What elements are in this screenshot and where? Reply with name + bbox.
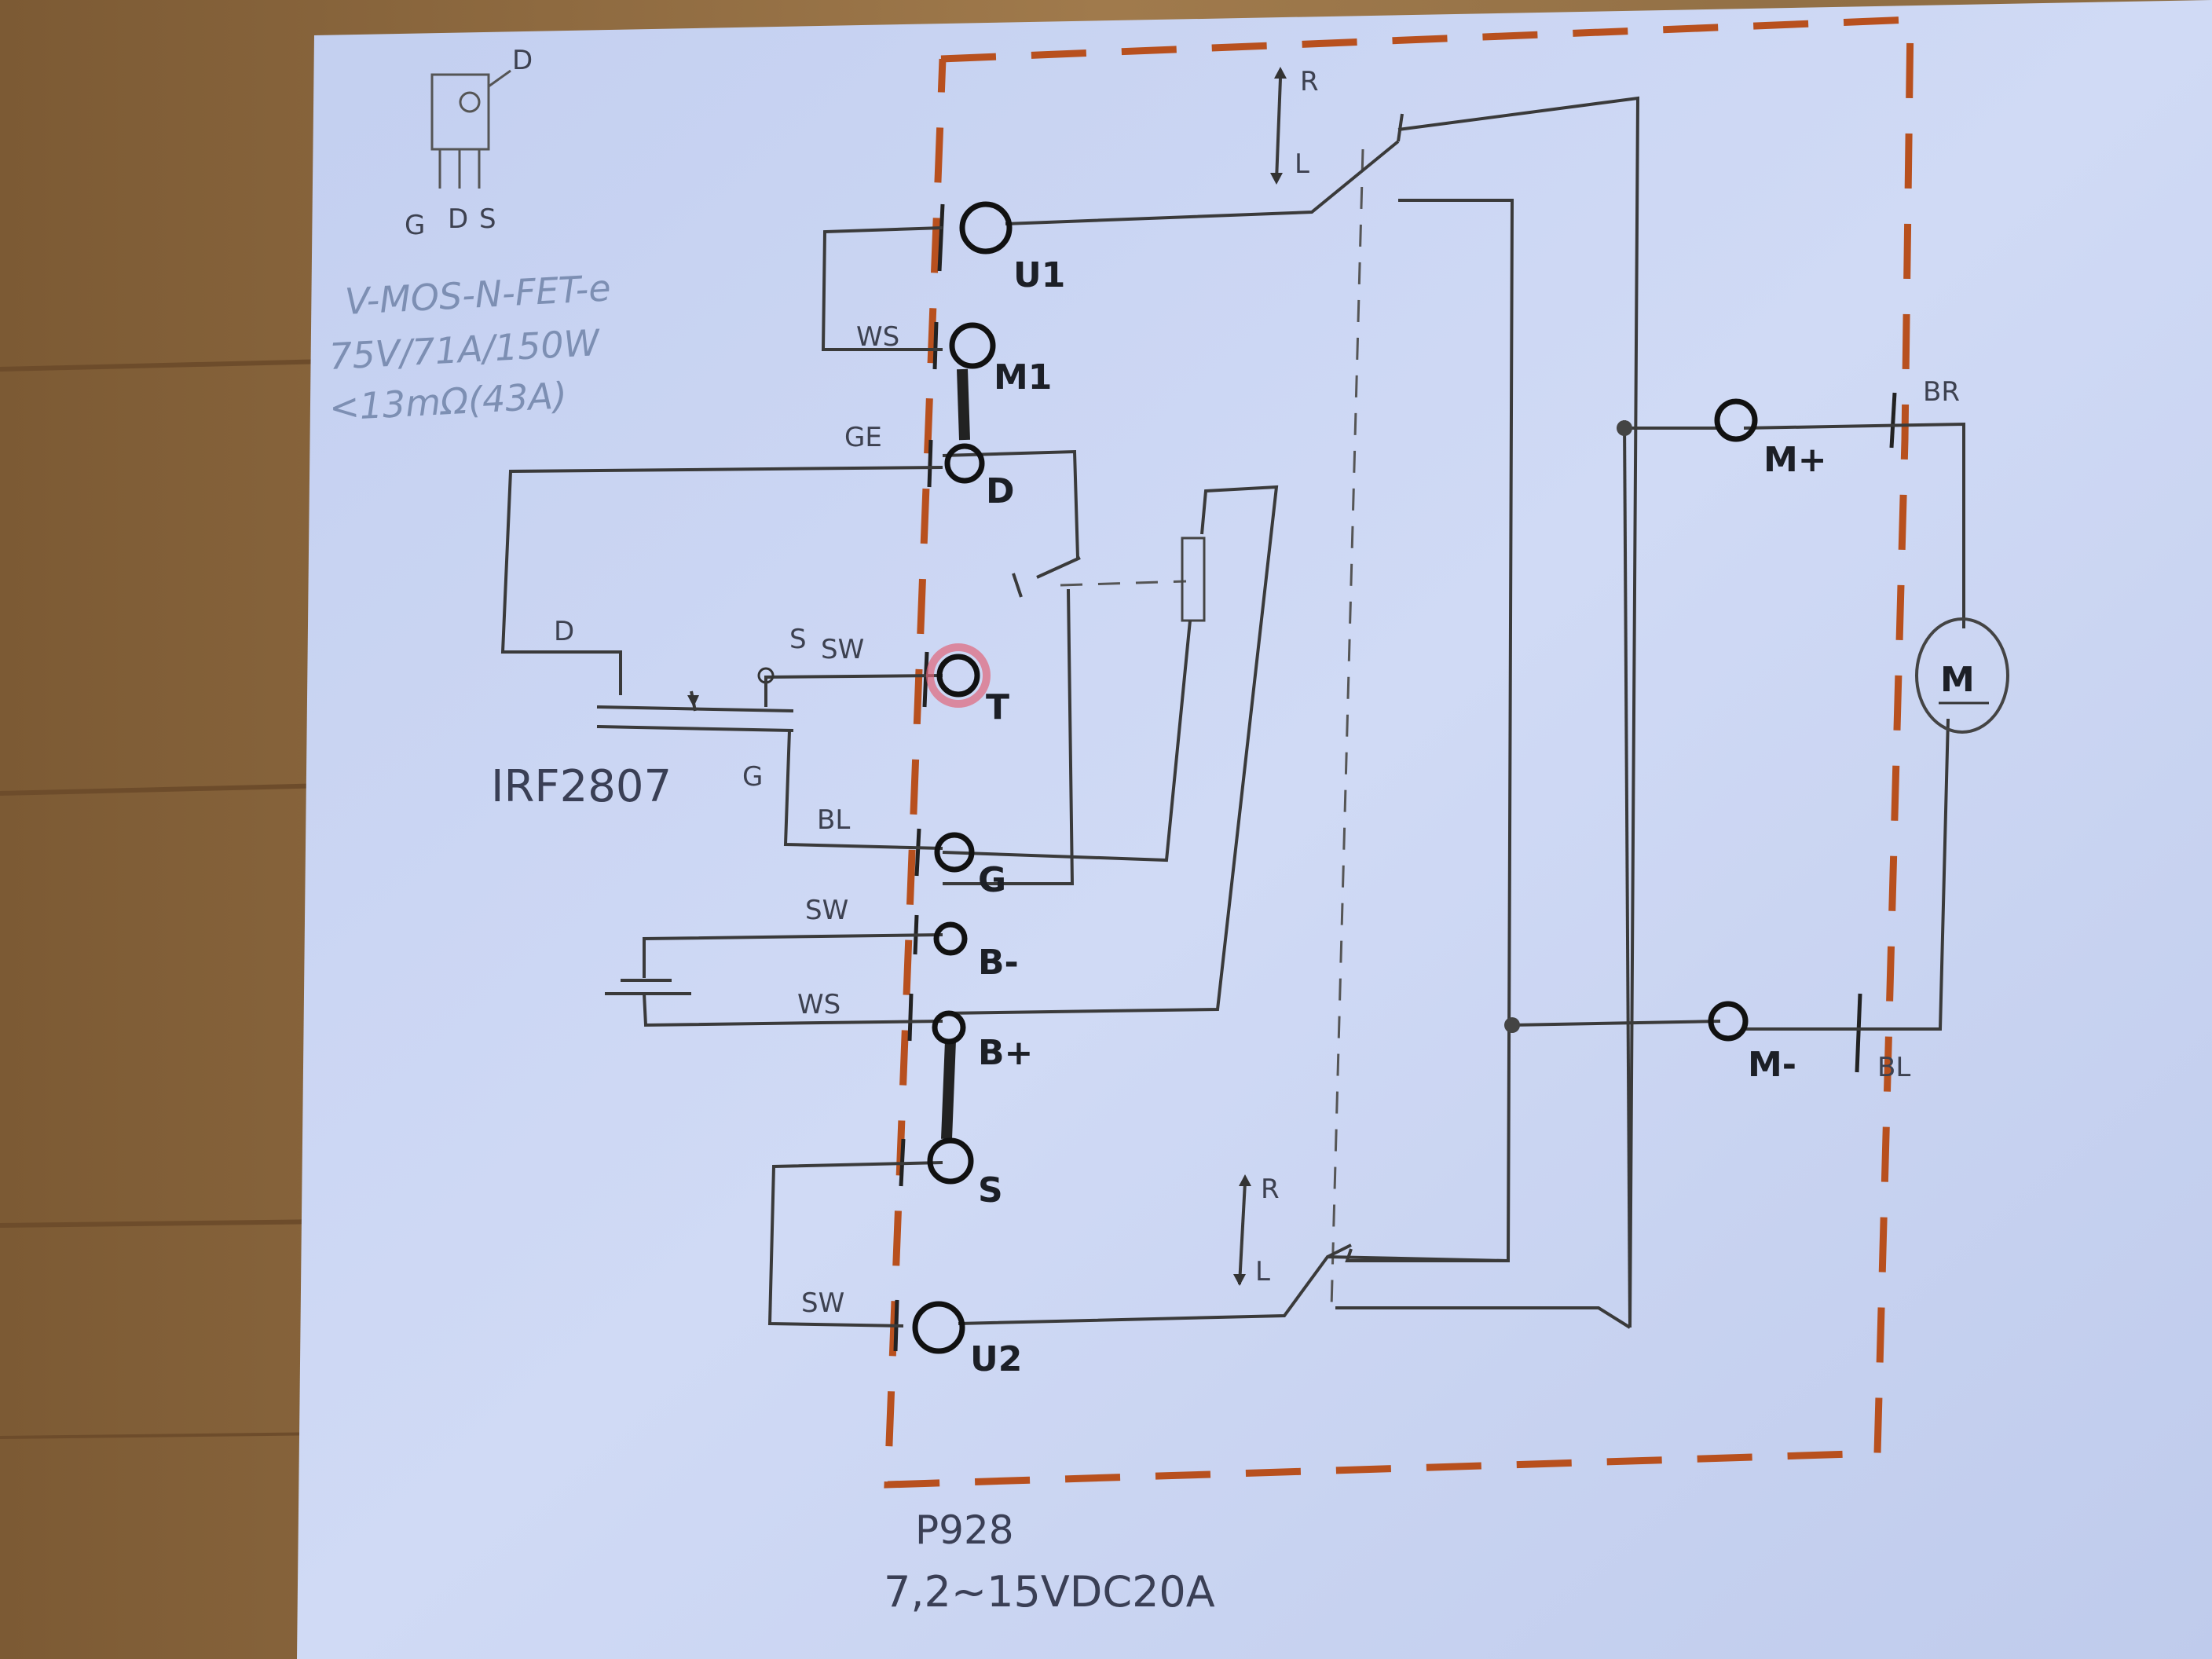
- label-bplus: B+: [978, 1033, 1033, 1073]
- wire-ws-batt: WS: [797, 989, 840, 1020]
- label-d: D: [986, 471, 1015, 511]
- switch-r-top: R: [1300, 66, 1319, 97]
- terminal-mminus[interactable]: [1708, 1001, 1749, 1042]
- label-u1: U1: [1013, 255, 1065, 295]
- device-outline-dashed: [884, 16, 1914, 1489]
- switch-l-bottom: L: [1255, 1256, 1270, 1287]
- fet-s-label: S: [789, 624, 807, 655]
- label-m1: M1: [994, 357, 1052, 397]
- terminal-g[interactable]: [934, 832, 975, 873]
- wire-sw-batt: SW: [805, 895, 848, 926]
- switch-l-top: L: [1295, 148, 1309, 180]
- wire-bl: BL: [817, 804, 850, 836]
- label-t: T: [986, 687, 1009, 727]
- wire-ws-top: WS: [856, 321, 899, 353]
- model-label: P928: [915, 1507, 1014, 1553]
- terminal-d[interactable]: [944, 443, 985, 484]
- wire-sw-mid: SW: [821, 634, 864, 665]
- label-u2: U2: [970, 1339, 1022, 1379]
- pin-d-label: D: [448, 203, 468, 235]
- pot-wiper-dashed: [1060, 580, 1187, 587]
- label-mminus: M-: [1748, 1045, 1796, 1085]
- wire-br: BR: [1923, 376, 1960, 408]
- motor-label: M: [1940, 660, 1975, 700]
- fet-g-label: G: [742, 761, 763, 793]
- label-bminus: B-: [978, 943, 1019, 983]
- terminal-m1[interactable]: [949, 322, 996, 369]
- terminal-u1[interactable]: [959, 201, 1013, 255]
- label-s: S: [978, 1170, 1003, 1210]
- terminal-bminus[interactable]: [933, 921, 968, 956]
- pin-s-label: S: [479, 203, 496, 235]
- terminal-mplus[interactable]: [1714, 398, 1758, 442]
- terminal-t[interactable]: [926, 643, 991, 708]
- wire-sw-bottom: SW: [801, 1287, 844, 1319]
- terminal-u2[interactable]: [912, 1301, 965, 1354]
- terminal-bplus[interactable]: [932, 1010, 966, 1045]
- motor-symbol: [1915, 617, 2009, 734]
- fet-d-label: D: [554, 616, 574, 647]
- terminal-s[interactable]: [927, 1137, 974, 1185]
- spec-label: 7,2~15VDC20A: [884, 1567, 1215, 1617]
- tab-d-label: D: [512, 45, 533, 76]
- switch-r-bottom: R: [1261, 1174, 1280, 1205]
- transistor-package-sketch: [430, 69, 511, 189]
- wiring: [500, 67, 1965, 1329]
- wire-ge: GE: [844, 422, 882, 453]
- pin-g-label: G: [405, 210, 425, 241]
- label-g: G: [978, 860, 1006, 900]
- switch-actuator-dashed: [1330, 148, 1364, 1309]
- label-mplus: M+: [1763, 440, 1827, 480]
- wire-bl-motor: BL: [1877, 1052, 1910, 1083]
- fet-part-label: IRF2807: [491, 761, 672, 812]
